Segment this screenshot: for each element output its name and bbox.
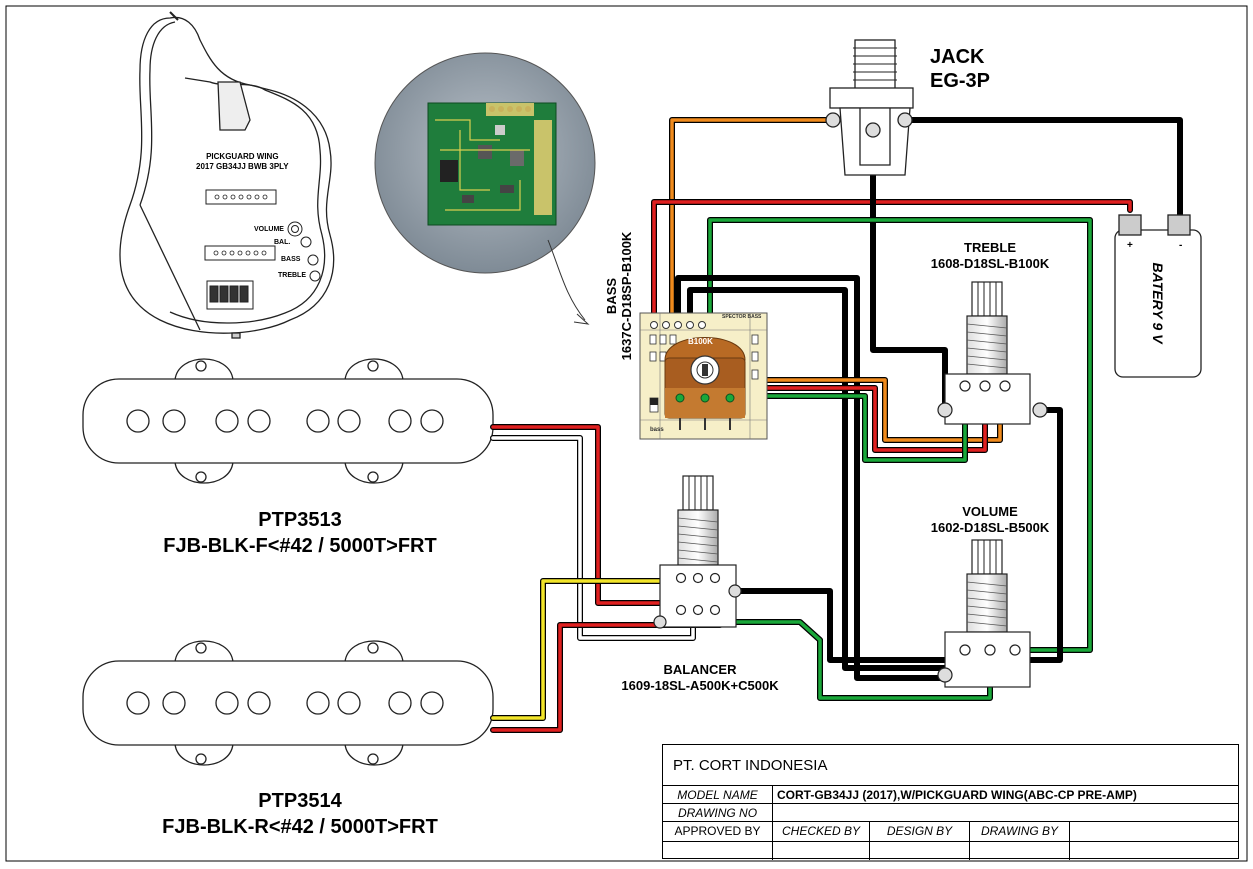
wires (490, 117, 1183, 733)
guitar-body (119, 11, 335, 339)
wire-black-treble-volume (1027, 407, 1063, 663)
blank-cell-4 (970, 842, 1070, 860)
bridge-icon (206, 280, 254, 310)
bass-pot-board-name: SPECTOR BASS (722, 314, 762, 320)
front-pickup-model: PTP3513 (258, 509, 342, 531)
rear-pickup-spec: FJB-BLK-R<#42 / 5000T>FRT (162, 816, 438, 838)
bass-pot-value: B100K (688, 337, 713, 346)
pickguard-rear-pickup-poles (213, 250, 267, 256)
wire-red-front-pickup (491, 425, 662, 605)
jack-label-line1: JACK (930, 46, 985, 68)
treble-pot-label-line2: 1608-D18SL-B100K (930, 256, 1050, 271)
pickguard-title-line1: PICKGUARD WING (206, 152, 279, 161)
output-jack (825, 39, 914, 176)
blank-cell-3 (870, 842, 970, 860)
pickguard-rear-pickup-slot (204, 245, 276, 261)
wire-green-treble (743, 394, 967, 462)
bass-pot-label: BASS 1637C-D18SP-B100K (604, 206, 636, 386)
pickguard-label-bass: BASS (281, 256, 301, 263)
page-frame (5, 5, 1248, 862)
volume-pot (937, 539, 1031, 688)
wire-red-treble (743, 386, 987, 452)
pickguard-label-bal: BAL. (274, 239, 291, 246)
volume-pot-label: VOLUME 1602-D18SL-B500K (890, 504, 1090, 536)
wire-black-bass-1 (687, 287, 948, 671)
pickguard-front-pickup-poles (214, 194, 268, 200)
balancer-pot-label-line1: BALANCER (663, 662, 737, 677)
title-block-row-blank (663, 841, 1238, 860)
blank-cell-1 (663, 842, 773, 860)
volume-pot-label-line2: 1602-D18SL-B500K (930, 520, 1050, 535)
rear-pickup-label: PTP3514 FJB-BLK-R<#42 / 5000T>FRT (100, 788, 500, 840)
blank-cell-2 (773, 842, 870, 860)
design-by-label: DESIGN BY (870, 822, 970, 842)
balancer-pot-label: BALANCER 1609-18SL-A500K+C500K (590, 662, 810, 694)
wire-black-bass-2 (675, 275, 948, 681)
balancer-pot (653, 475, 742, 629)
title-block-row-model: MODEL NAME CORT-GB34JJ (2017),W/PICKGUAR… (663, 785, 1238, 804)
wire-black-jack-battery (902, 117, 1183, 221)
volume-pot-label-line1: VOLUME (962, 504, 1018, 519)
title-block: PT. CORT INDONESIA MODEL NAME CORT-GB34J… (662, 744, 1239, 860)
bass-pot-pad-label: bass (650, 427, 664, 433)
treble-pot-label: TREBLE 1608-D18SL-B100K (890, 240, 1090, 272)
wire-black-balancer-volume (732, 588, 948, 663)
wire-yellow-rear-pickup (491, 579, 699, 720)
front-pickup-label: PTP3513 FJB-BLK-F<#42 / 5000T>FRT (100, 507, 500, 559)
battery-label: BATERY 9 V (1150, 262, 1166, 344)
drawing-no-label: DRAWING NO (663, 804, 773, 822)
battery-9v (1114, 214, 1202, 378)
title-block-row-drawing-no: DRAWING NO (663, 803, 1238, 822)
model-name-value: CORT-GB34JJ (2017),W/PICKGUARD WING(ABC-… (777, 788, 1137, 802)
pickguard-front-pickup-slot (205, 189, 277, 205)
pickguard-label-volume: VOLUME (254, 226, 284, 233)
battery-plus: + (1127, 240, 1133, 251)
bass-pot-label-line2: 1637C-D18SP-B100K (619, 231, 634, 361)
wire-green-balancer (718, 620, 992, 700)
pickguard-title: PICKGUARD WING 2017 GB34JJ BWB 3PLY (196, 152, 289, 172)
jack-label-line2: EG-3P (930, 70, 991, 92)
pickguard-title-line2: 2017 GB34JJ BWB 3PLY (196, 162, 289, 171)
wire-orange-treble (743, 378, 1002, 442)
wire-red-battery (652, 200, 1132, 327)
wire-orange-jack (670, 118, 835, 327)
front-pickup (82, 358, 494, 484)
bass-pot-board (639, 312, 768, 440)
approved-by-label: APPROVED BY (663, 822, 773, 842)
treble-pot (937, 281, 1048, 425)
battery-minus: - (1179, 240, 1183, 251)
rear-pickup-model: PTP3514 (258, 790, 342, 812)
treble-pot-label-line1: TREBLE (964, 240, 1016, 255)
company-name: PT. CORT INDONESIA (673, 757, 828, 774)
preamp-board-photo (427, 102, 557, 226)
pickguard-label-treble: TREBLE (278, 272, 306, 279)
drawing-by-label: DRAWING BY (970, 822, 1070, 842)
rear-pickup (82, 640, 494, 766)
wire-white-front-pickup (491, 436, 695, 640)
model-name-label: MODEL NAME (663, 786, 773, 804)
balancer-pot-label-line2: 1609-18SL-A500K+C500K (621, 678, 779, 693)
callout-arrow (547, 239, 586, 321)
front-pickup-spec: FJB-BLK-F<#42 / 5000T>FRT (163, 535, 437, 557)
bass-pot-label-line1: BASS (604, 277, 619, 315)
checked-by-label: CHECKED BY (773, 822, 870, 842)
pickguard-knobs (287, 221, 321, 282)
title-block-row-signatures: APPROVED BY CHECKED BY DESIGN BY DRAWING… (663, 821, 1238, 842)
jack-label: JACK EG-3P (930, 45, 990, 93)
